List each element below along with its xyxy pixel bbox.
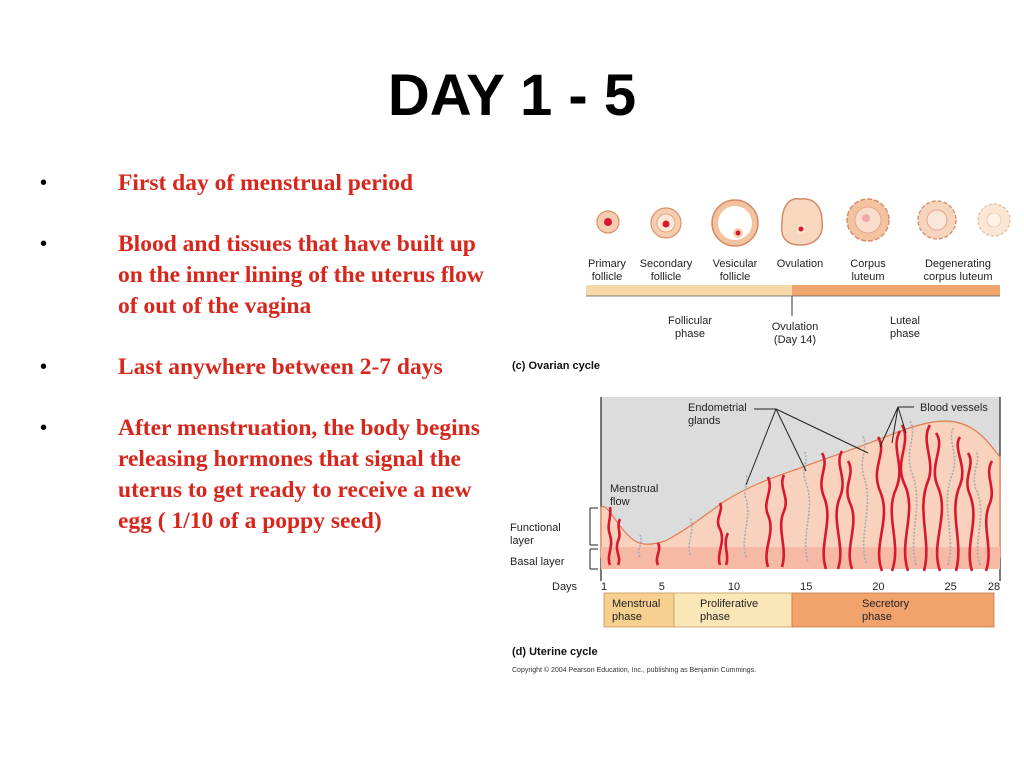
day-tick-label: 10 bbox=[728, 581, 740, 593]
bullet-text: Last anywhere between 2-7 days bbox=[118, 354, 443, 380]
bullet-dot: • bbox=[40, 172, 48, 194]
bullet-text: First day of menstrual period bbox=[118, 170, 414, 196]
bullet-item: • After menstruation, the body begins rel… bbox=[40, 413, 490, 537]
bullet-item: • First day of menstrual period bbox=[40, 168, 490, 199]
day-tick-label: 5 bbox=[659, 581, 665, 593]
menstrual-phase-box bbox=[603, 592, 675, 628]
bullet-item: • Blood and tissues that have built up on… bbox=[40, 229, 490, 322]
phase-label-ovulation: Ovulation(Day 14) bbox=[772, 321, 818, 346]
basal-layer-tissue bbox=[601, 547, 1000, 569]
proliferative-phase-box bbox=[673, 592, 793, 628]
slide-title: DAY 1 - 5 bbox=[387, 63, 637, 128]
vesicular-follicle-icon bbox=[711, 199, 759, 247]
bullet-dot: • bbox=[40, 356, 48, 378]
bullet-item: • Last anywhere between 2-7 days bbox=[40, 352, 490, 383]
blood-vessels bbox=[607, 424, 994, 572]
secretory-phase-box bbox=[791, 592, 995, 628]
corpus-luteum-icon bbox=[846, 198, 890, 242]
basal-layer-label: Basal layer bbox=[510, 556, 565, 568]
follicular-phase-bar bbox=[586, 285, 792, 296]
bullet-list: • First day of menstrual period • Blood an… bbox=[40, 168, 490, 567]
bullet-text: After menstruation, the body begins rele… bbox=[118, 415, 480, 534]
uterine-cycle-caption: (d) Uterine cycle bbox=[512, 646, 598, 658]
blood-vessels-label: Blood vessels bbox=[920, 402, 988, 414]
bullet-dot: • bbox=[40, 233, 48, 255]
day-tick-label: 20 bbox=[872, 581, 884, 593]
functional-layer-tissue bbox=[600, 420, 1001, 558]
luteal-phase-bar bbox=[792, 285, 1000, 296]
days-axis-label: Days bbox=[552, 581, 578, 593]
endometrial-glands bbox=[638, 420, 982, 566]
day-tick-label: 28 bbox=[988, 581, 1000, 593]
label-pointers bbox=[589, 406, 914, 570]
copyright-notice: Copyright © 2004 Pearson Education, Inc.… bbox=[512, 666, 756, 674]
secondary-follicle-icon bbox=[650, 207, 682, 239]
ovarian-cycle-caption: (c) Ovarian cycle bbox=[512, 360, 600, 372]
stage-label-ovulation: Ovulation bbox=[777, 258, 823, 270]
bullet-dot: • bbox=[40, 417, 48, 439]
bullet-text: Blood and tissues that have built up on … bbox=[118, 231, 484, 319]
day-tick-label: 25 bbox=[945, 581, 957, 593]
degenerating-corpus-luteum-icon bbox=[917, 200, 1011, 240]
primary-follicle-icon bbox=[596, 210, 620, 234]
ovulation-icon bbox=[780, 197, 824, 246]
day-tick-label: 15 bbox=[800, 581, 812, 593]
day-tick-label: 1 bbox=[601, 581, 607, 593]
